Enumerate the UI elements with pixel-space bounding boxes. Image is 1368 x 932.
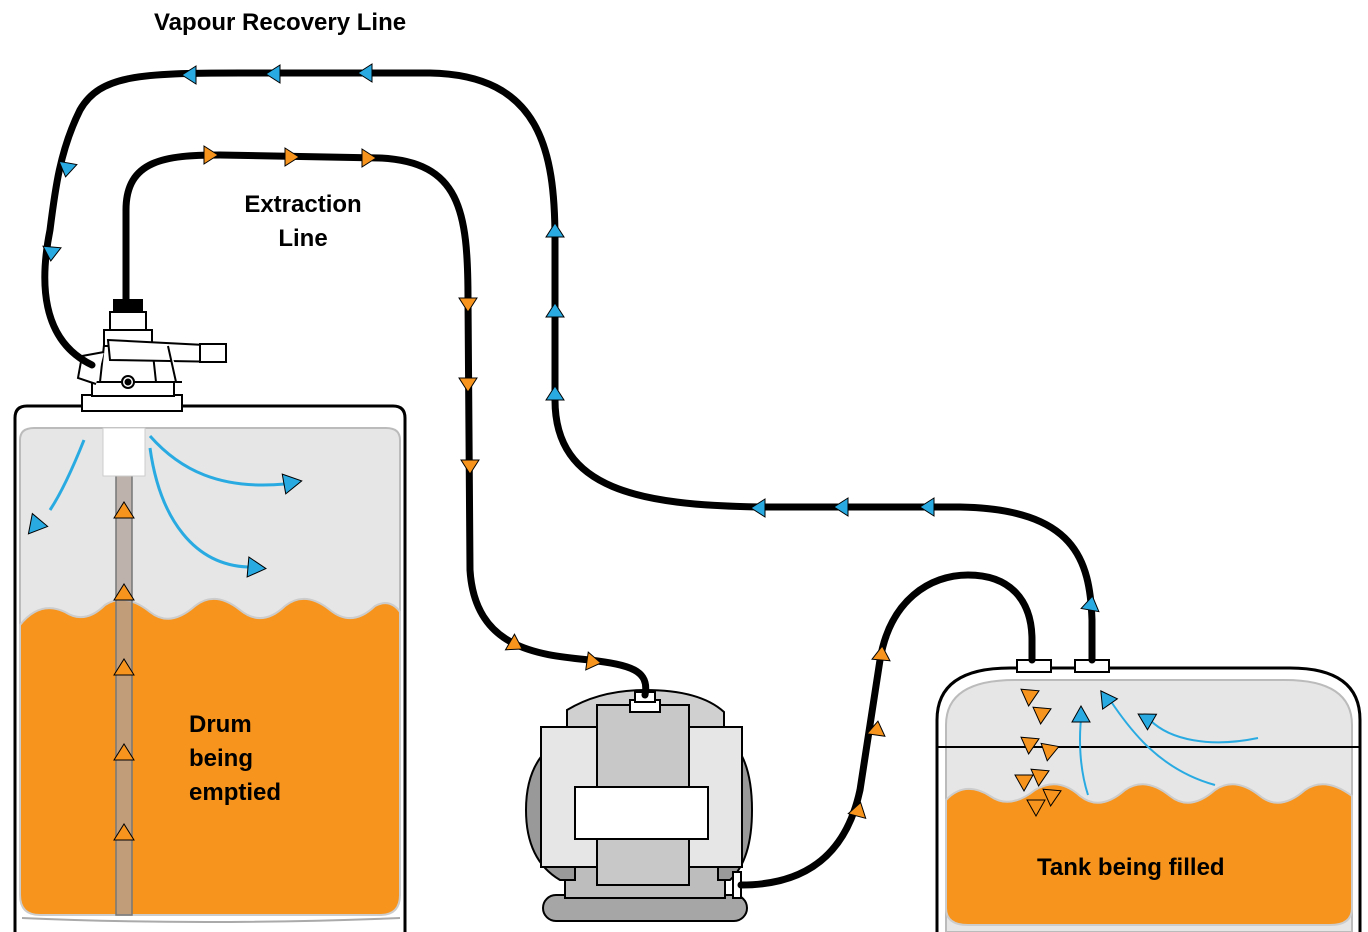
flow-arrow	[1020, 736, 1040, 755]
vapour-recovery-line-label: Vapour Recovery Line	[154, 9, 407, 36]
flow-arrow	[361, 148, 377, 168]
flow-arrow	[833, 497, 849, 517]
flow-arrow	[1040, 742, 1060, 762]
drum-label: Drum being emptied	[189, 708, 281, 810]
flow-arrow	[113, 823, 135, 841]
flow-arrow	[1020, 688, 1040, 707]
flow-arrow	[27, 512, 49, 535]
flow-arrow	[585, 651, 602, 671]
flow-arrow	[545, 222, 565, 238]
pump	[524, 688, 754, 922]
flow-arrow	[58, 160, 78, 178]
extraction-line-label-line1: Extraction	[244, 191, 362, 218]
flow-arrow	[42, 245, 62, 262]
flow-arrow	[1100, 690, 1119, 711]
flow-arrow	[284, 147, 300, 167]
extraction-line-label: Extraction Line	[225, 188, 381, 256]
flow-arrow	[1026, 799, 1046, 818]
flow-arrow	[545, 302, 565, 318]
drum-internal-flows	[27, 435, 303, 841]
tank-internal-flows	[1014, 688, 1259, 818]
flow-arrow	[1014, 774, 1034, 793]
dip-tube	[115, 467, 133, 916]
flow-arrow	[458, 297, 478, 313]
tank-label: Tank being filled	[1037, 854, 1225, 881]
vapour-line-flow-arrows	[42, 63, 1100, 613]
flow-arrow	[265, 64, 281, 84]
flow-arrow	[113, 658, 135, 676]
flow-arrow	[919, 497, 935, 517]
drum	[13, 404, 407, 932]
drum-label-line3: emptied	[189, 779, 282, 806]
drum-spout	[102, 427, 146, 477]
drum-label-line2: being	[189, 745, 253, 772]
vapour-recovery-hose	[41, 69, 1096, 664]
drum-liquid	[19, 598, 401, 916]
flow-arrow	[181, 65, 197, 85]
flow-arrow	[113, 501, 135, 519]
flow-arrow	[750, 498, 766, 518]
flow-arrow	[458, 377, 478, 393]
extraction-line-flow-arrows	[203, 145, 891, 820]
flow-arrow	[1071, 704, 1091, 723]
flow-arrow	[504, 633, 523, 651]
flow-arrow	[460, 459, 480, 475]
extraction-line-label-line2: Line	[278, 225, 328, 252]
flow-arrow	[871, 645, 891, 662]
transfer-hose	[737, 571, 1036, 889]
flow-arrow	[203, 145, 219, 165]
flow-arrow	[1042, 788, 1062, 807]
flow-arrow	[113, 583, 135, 601]
flow-arrow	[1030, 768, 1050, 787]
tank-liquid	[945, 783, 1353, 926]
flow-arrow	[847, 801, 867, 820]
flow-arrow	[866, 720, 886, 737]
drum-label-line1: Drum	[189, 711, 252, 738]
flow-arrow	[113, 743, 135, 761]
flow-arrow	[1032, 706, 1052, 725]
flow-arrow	[545, 385, 565, 401]
drum-vapour-space	[19, 427, 401, 626]
flow-arrow	[281, 473, 303, 495]
tank	[935, 659, 1362, 932]
flow-arrow	[246, 556, 267, 578]
flow-arrow	[357, 63, 373, 83]
drum-coupler	[76, 299, 228, 412]
flow-arrow	[1080, 595, 1100, 613]
flow-arrow	[1137, 713, 1158, 731]
